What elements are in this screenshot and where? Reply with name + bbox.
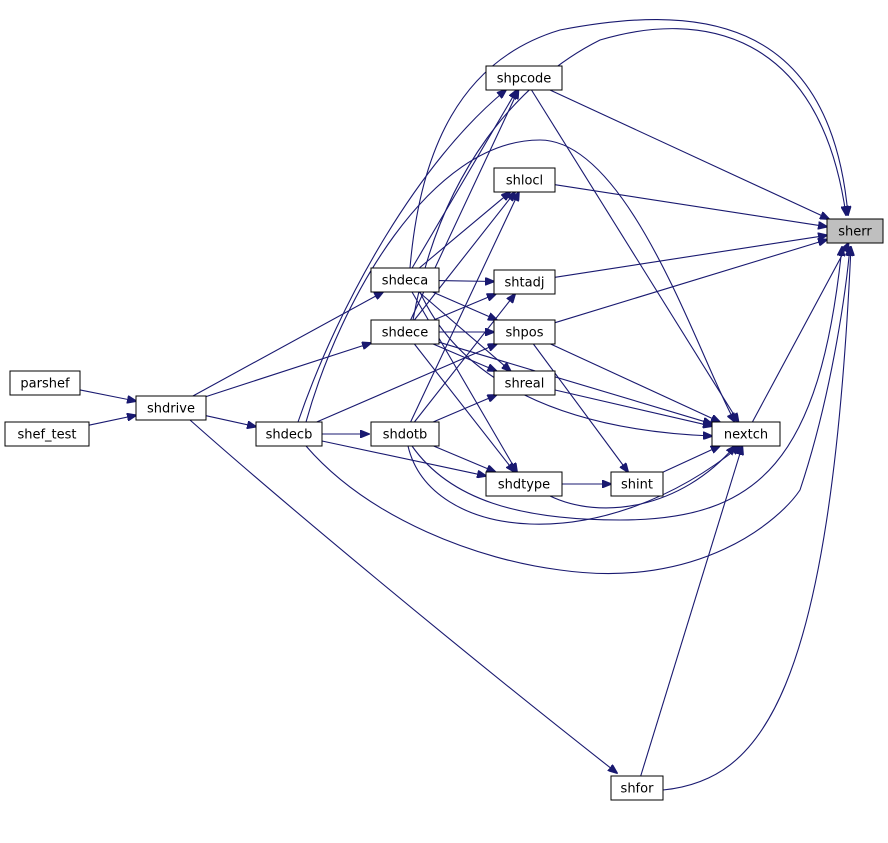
node-sherr[interactable]: sherr xyxy=(826,218,884,244)
edge-shdeca-to-shtadj xyxy=(438,281,494,282)
node-label-shdeca: shdeca xyxy=(382,274,428,289)
node-shfor[interactable]: shfor xyxy=(610,775,664,801)
node-label-shreal: shreal xyxy=(505,377,545,392)
edge-shint-to-nextch xyxy=(662,446,720,473)
node-box-shpos xyxy=(493,319,556,345)
edge-nextch-to-sherr xyxy=(751,243,848,423)
edge-shdecb-to-sherr xyxy=(305,247,850,575)
node-box-shdrive xyxy=(135,395,207,421)
node-box-shdecb xyxy=(255,421,323,447)
edge-shdece-to-sherr xyxy=(412,28,846,321)
node-box-shreal xyxy=(493,370,556,396)
node-box-shdeca xyxy=(370,267,440,293)
edge-shdtype-to-nextch xyxy=(549,446,735,509)
node-shint[interactable]: shint xyxy=(610,471,664,497)
node-shdtype[interactable]: shdtype xyxy=(485,471,563,497)
edge-shdece-to-nextch xyxy=(438,341,712,424)
node-shtadj[interactable]: shtadj xyxy=(493,269,556,295)
node-shdecb[interactable]: shdecb xyxy=(255,421,323,447)
node-label-shdece: shdece xyxy=(382,326,428,341)
edge-shpcode-to-nextch xyxy=(531,89,739,422)
node-shpcode[interactable]: shpcode xyxy=(485,65,563,91)
edge-shdeca-to-shpcode xyxy=(411,90,517,269)
node-layer: sherr shpcode shlocl shtadj shdeca shdece shpo… xyxy=(4,65,884,801)
node-label-parshef: parshef xyxy=(20,377,70,392)
edge-shpos-to-shint xyxy=(532,343,628,472)
edge-shdeca-to-nextch xyxy=(419,291,712,436)
node-box-shdtype xyxy=(485,471,563,497)
edge-shlocl-to-sherr xyxy=(554,184,827,227)
edge-shtadj-to-sherr xyxy=(554,235,827,278)
edge-shef_test-to-shdrive xyxy=(88,415,136,426)
edge-shdece-to-shlocl xyxy=(413,192,515,321)
edge-shdotb-to-nextch xyxy=(407,446,740,525)
edge-shdotb-to-shdtype xyxy=(433,445,496,472)
edge-parshef-to-shdrive xyxy=(79,389,136,401)
node-box-shef_test xyxy=(4,421,90,447)
node-label-shtadj: shtadj xyxy=(505,276,545,291)
node-shef_test[interactable]: shef_test xyxy=(4,421,90,447)
edge-shdrive-to-shfor xyxy=(189,419,617,773)
edge-shpos-to-sherr xyxy=(554,240,827,324)
node-box-shint xyxy=(610,471,664,497)
node-shreal[interactable]: shreal xyxy=(493,370,556,396)
edge-shreal-to-nextch xyxy=(554,389,712,426)
node-label-shfor: shfor xyxy=(621,782,655,797)
edge-shfor-to-sherr xyxy=(662,247,851,791)
edge-shpcode-to-sherr xyxy=(549,89,829,219)
node-parshef[interactable]: parshef xyxy=(9,370,81,396)
edge-shdrive-to-shdece xyxy=(205,343,371,398)
node-label-shdotb: shdotb xyxy=(383,428,428,443)
edge-shpos-to-nextch xyxy=(550,343,720,422)
node-label-shdtype: shdtype xyxy=(498,478,550,493)
node-label-shlocl: shlocl xyxy=(506,174,543,189)
node-shpos[interactable]: shpos xyxy=(493,319,556,345)
edge-shdece-to-shdtype xyxy=(413,343,514,472)
node-label-shdecb: shdecb xyxy=(266,428,313,443)
edge-shdecb-to-shpcode xyxy=(297,90,506,423)
node-box-shpcode xyxy=(485,65,563,91)
node-label-sherr: sherr xyxy=(838,225,872,240)
node-label-shpos: shpos xyxy=(506,326,544,341)
node-label-nextch: nextch xyxy=(724,428,768,443)
node-nextch[interactable]: nextch xyxy=(711,421,781,447)
edge-shdotb-to-sherr xyxy=(411,247,842,521)
node-box-shtadj xyxy=(493,269,556,295)
node-shlocl[interactable]: shlocl xyxy=(493,167,556,193)
edge-shdecb-to-shpos xyxy=(316,344,497,423)
edge-shdotb-to-shtadj xyxy=(413,294,515,423)
node-label-shpcode: shpcode xyxy=(497,72,552,87)
edge-shdecb-to-shdtype xyxy=(321,440,486,476)
node-label-shef_test: shef_test xyxy=(17,428,76,443)
node-box-shdece xyxy=(370,319,440,345)
node-box-nextch xyxy=(711,421,781,447)
edge-layer xyxy=(79,19,851,791)
node-box-parshef xyxy=(9,370,81,396)
edge-shdeca-to-shlocl xyxy=(418,192,510,269)
node-shdotb[interactable]: shdotb xyxy=(370,421,440,447)
node-box-shlocl xyxy=(493,167,556,193)
node-label-shdrive: shdrive xyxy=(147,402,195,417)
edge-shdrive-to-shdeca xyxy=(192,292,383,397)
node-shdece[interactable]: shdece xyxy=(370,319,440,345)
edge-shdrive-to-shdecb xyxy=(205,415,256,427)
node-shdrive[interactable]: shdrive xyxy=(135,395,207,421)
node-label-shint: shint xyxy=(621,478,653,493)
edge-shfor-to-nextch xyxy=(640,446,743,777)
edge-shdotb-to-shlocl xyxy=(410,192,519,423)
edge-shdecb-to-nextch xyxy=(305,139,735,422)
node-box-shfor xyxy=(610,775,664,801)
node-box-sherr xyxy=(826,218,884,244)
edge-shdeca-to-sherr xyxy=(409,19,848,269)
node-shdeca[interactable]: shdeca xyxy=(370,267,440,293)
edge-shdotb-to-shreal xyxy=(432,395,496,423)
node-box-shdotb xyxy=(370,421,440,447)
